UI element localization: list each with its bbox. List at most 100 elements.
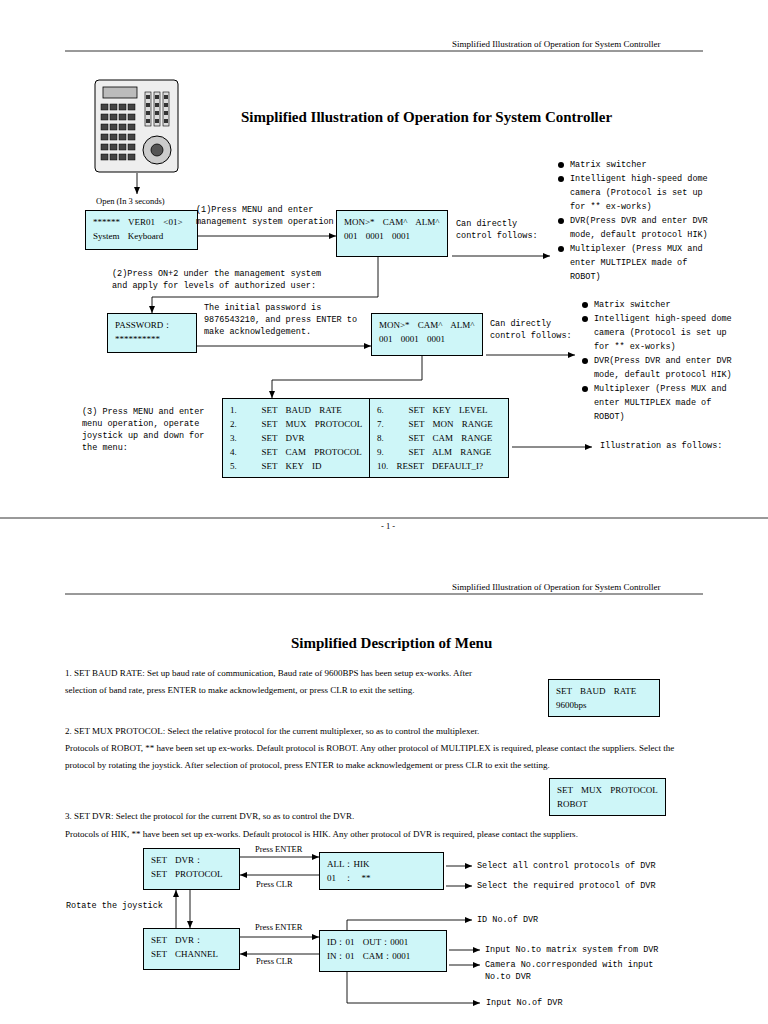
callout-arrow [347, 1003, 480, 1004]
annotation-text: Select all control protocols of DVR [477, 860, 677, 872]
flow-arrow [137, 173, 138, 194]
box-text: ID：01 OUT：0001 [327, 935, 439, 949]
bracket-line [347, 972, 348, 1003]
keyboard-key [119, 124, 126, 130]
keyboard-key [101, 134, 108, 140]
connector [240, 875, 319, 876]
keyboard-key [101, 154, 108, 160]
box-text: ROBOT [557, 797, 658, 811]
menu-box: MON>* CAM^ ALM^001 0001 0001 [336, 210, 448, 257]
keyboard-led [155, 119, 159, 123]
annotation-text: Input No.to matrix system from DVR [485, 944, 705, 956]
header-rule [65, 594, 703, 595]
keyboard-key [110, 134, 117, 140]
annotation-text: Illustration as follows: [600, 440, 730, 452]
keyboard-led [155, 111, 159, 115]
keyboard-body [95, 80, 178, 172]
keyboard-key [110, 114, 117, 120]
bullet-item: DVR(Press DVR and enter DVR mode, defaul… [580, 354, 746, 382]
menu-box: ****** VER01 <01>System Keyboard [85, 210, 198, 250]
keyboard-key [128, 134, 135, 140]
keyboard-key [110, 104, 117, 110]
keyboard-led [164, 95, 168, 99]
box-text: SET BAUD RATE [556, 684, 652, 698]
connector [197, 346, 371, 347]
annotation-text: Simplified Description of Menu [291, 634, 492, 652]
keyboard-joystick [143, 136, 171, 164]
callout-arrow [446, 886, 472, 887]
keyboard-key [128, 124, 135, 130]
keyboard-slider [154, 92, 160, 126]
keyboard-joystick-knob [151, 144, 163, 156]
box-text: 7. SET MON RANGE [377, 417, 501, 431]
annotation-text: Can directly control follows: [490, 318, 578, 342]
keyboard-key [101, 124, 108, 130]
box-text: 9600bps [556, 698, 652, 712]
box-text: 8. SET CAM RANGE [377, 431, 501, 445]
edge-label: Press CLR [256, 956, 293, 967]
annotation-text: (3) Press MENU and enter menu operation,… [82, 406, 218, 454]
keyboard-key [128, 144, 135, 150]
annotation-text: Open (In 3 seconds) [96, 196, 165, 207]
box-text: ****** VER01 <01> [93, 215, 190, 229]
bullet-item: Multiplexer (Press MUX and enter MULTIPL… [556, 242, 722, 284]
box-text: 3. SET DVR [230, 431, 362, 445]
menu-box: SET DVR：SET CHANNEL [143, 928, 240, 970]
menu-box: ALL：HIK01 ： ** [319, 852, 444, 890]
annotation-text: Can directly control follows: [456, 218, 544, 242]
box-text: SET CHANNEL [151, 947, 232, 961]
connector [190, 890, 191, 928]
box-text: MON>* CAM^ ALM^ [344, 215, 440, 229]
box-text: 10. RESET DEFAULT_I? [377, 459, 501, 473]
keyboard-led [155, 95, 159, 99]
bullet-list: Matrix switcherIntelligent high-speed do… [580, 298, 746, 424]
callout-arrow [449, 950, 480, 951]
edge-label: Press CLR [256, 879, 293, 890]
keyboard-key [128, 114, 135, 120]
keyboard-key [101, 114, 108, 120]
annotation-text: Simplified Illustration of Operation for… [452, 38, 660, 50]
box-text: 5. SET KEY ID [230, 459, 362, 473]
box-text: 1. SET BAUD RATE [230, 403, 362, 417]
keyboard-led [155, 103, 159, 107]
box-text: 01 ： ** [327, 871, 436, 885]
connector [240, 857, 319, 858]
keyboard-key [119, 104, 126, 110]
box-text: 2. SET MUX PROTOCOL [230, 417, 362, 431]
box-text: ALL：HIK [327, 857, 436, 871]
box-text: 9. SET ALM RANGE [377, 445, 501, 459]
box-text: SET MUX PROTOCOL [557, 783, 658, 797]
keyboard-led [146, 111, 150, 115]
keyboard-key [101, 104, 108, 110]
keyboard-key [128, 104, 135, 110]
keyboard-led [164, 111, 168, 115]
annotation-text: Protocols of HIK, ** have been set up ex… [65, 826, 705, 843]
callout-arrow [347, 920, 472, 921]
box-text: 001 0001 0001 [344, 229, 440, 243]
bullet-item: DVR(Press DVR and enter DVR mode, defaul… [556, 214, 722, 242]
menu-box: 1. SET BAUD RATE2. SET MUX PROTOCOL3. SE… [222, 398, 370, 478]
annotation-text: Rotate the joystick [66, 900, 176, 912]
page-rules [0, 51, 768, 594]
bullet-item: Intelligent high-speed dome camera (Prot… [556, 172, 722, 214]
keyboard-key [119, 134, 126, 140]
annotation-text: 3. SET DVR: Select the protocol for the … [65, 808, 705, 825]
edge-label: The initial password is 9876543210, and … [204, 302, 368, 338]
connector [198, 236, 336, 237]
menu-box: SET DVR：SET PROTOCOL [143, 848, 240, 890]
box-text: SET PROTOCOL [151, 867, 232, 881]
menu-box: SET MUX PROTOCOLROBOT [549, 778, 666, 816]
keyboard-led [146, 119, 150, 123]
keyboard-key [110, 144, 117, 150]
bullet-item: Matrix switcher [556, 158, 722, 172]
bullet-list: Matrix switcherIntelligent high-speed do… [556, 158, 722, 284]
flow-arrow [452, 256, 550, 257]
annotation-text: 1. SET BAUD RATE: Set up baud rate of co… [65, 665, 495, 699]
keyboard-led [146, 95, 150, 99]
annotation-text: Simplified Illustration of Operation for… [452, 581, 660, 593]
page-title: Simplified Illustration of Operation for… [241, 108, 612, 126]
header-rule [65, 51, 703, 52]
menu-box: ID：01 OUT：0001IN：01 CAM：0001 [319, 930, 447, 972]
edge-label: Press ENTER [255, 844, 302, 855]
